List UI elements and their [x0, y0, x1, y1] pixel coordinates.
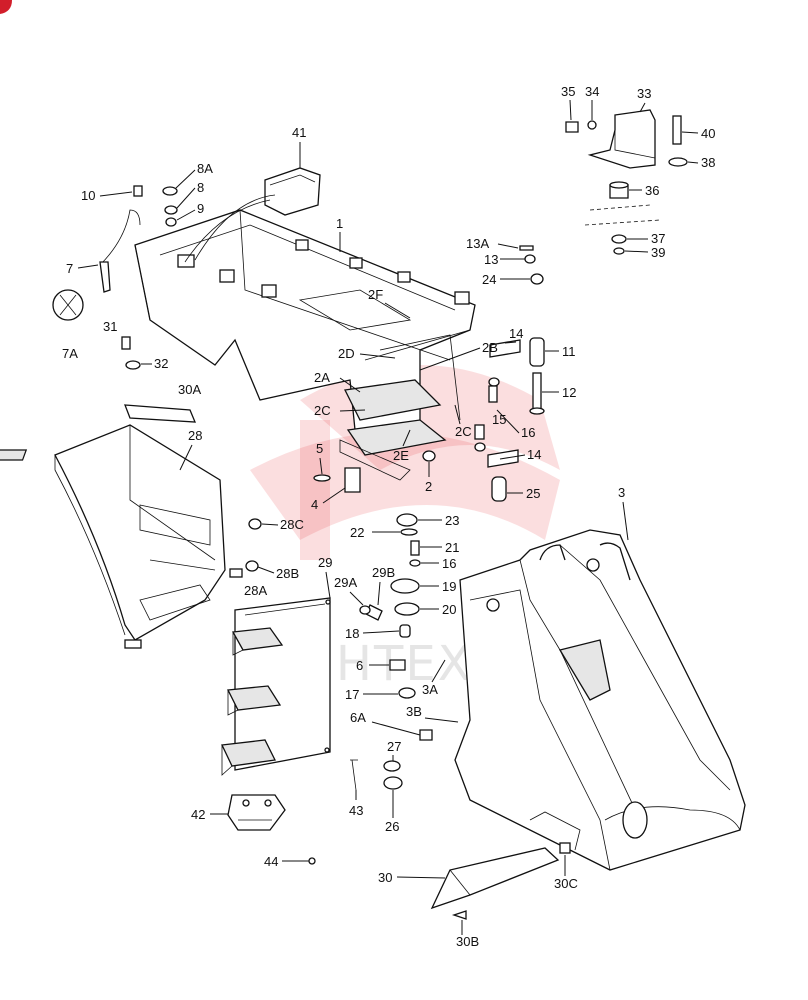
callout-30b: 30B: [456, 934, 479, 949]
callout-24: 24: [482, 272, 496, 287]
clip-42-part: [227, 759, 358, 865]
callout-27: 27: [387, 739, 401, 754]
callout-21: 21: [445, 540, 459, 555]
callout-29: 29: [318, 555, 332, 570]
callout-19: 19: [442, 579, 456, 594]
callout-14-bottom: 14: [527, 447, 541, 462]
callout-7: 7: [66, 261, 73, 276]
callout-3: 3: [618, 485, 625, 500]
callout-26: 26: [385, 819, 399, 834]
callout-25: 25: [526, 486, 540, 501]
callout-2c-right: 2C: [455, 424, 472, 439]
callout-31: 31: [103, 319, 117, 334]
callout-5: 5: [316, 441, 323, 456]
callout-9: 9: [197, 201, 204, 216]
callout-8a: 8A: [197, 161, 213, 176]
callout-28b: 28B: [276, 566, 299, 581]
callout-43: 43: [349, 803, 363, 818]
callout-14-top: 14: [509, 326, 523, 341]
callout-30c: 30C: [554, 876, 578, 891]
callout-3a: 3A: [422, 682, 438, 697]
callout-44: 44: [264, 854, 278, 869]
callout-28c: 28C: [280, 517, 304, 532]
callout-2f: 2F: [368, 287, 383, 302]
callout-36: 36: [645, 183, 659, 198]
callout-2: 2: [425, 479, 432, 494]
callout-22: 22: [350, 525, 364, 540]
callout-17: 17: [345, 687, 359, 702]
callout-40: 40: [701, 126, 715, 141]
callout-12: 12: [562, 385, 576, 400]
callout-28a: 28A: [244, 583, 267, 598]
plate-30a-part: [124, 404, 197, 423]
callout-33: 33: [637, 86, 651, 101]
callout-34: 34: [585, 84, 599, 99]
callout-38: 38: [701, 155, 715, 170]
plate-30-part: [430, 842, 571, 920]
callout-32: 32: [154, 356, 168, 371]
callout-35: 35: [561, 84, 575, 99]
callout-2d: 2D: [338, 346, 355, 361]
callout-2c-left: 2C: [314, 403, 331, 418]
callout-labels: 41 1 8A 8 9 10 7 7A 31 32 30A 28 28C 28B…: [62, 84, 715, 949]
callout-2b: 2B: [482, 340, 498, 355]
callout-1: 1: [336, 216, 343, 231]
top-right-hardware: [565, 109, 688, 255]
callout-30a: 30A: [178, 382, 201, 397]
callout-11: 11: [562, 344, 576, 359]
callout-42: 42: [191, 807, 205, 822]
fastener-group-left: [52, 185, 178, 370]
callout-39: 39: [651, 245, 665, 260]
main-frame-part: [134, 209, 476, 456]
side-panel-28-part: [0, 424, 262, 649]
callout-41: 41: [292, 125, 306, 140]
callout-6a: 6A: [350, 710, 366, 725]
callout-7a: 7A: [62, 346, 78, 361]
step-panel-29-part: [221, 597, 331, 776]
callout-10: 10: [81, 188, 95, 203]
callout-15: 15: [492, 412, 506, 427]
corner-mark: [0, 0, 12, 14]
callout-6: 6: [356, 658, 363, 673]
callout-30: 30: [378, 870, 392, 885]
center-hardware-stack: [313, 245, 545, 790]
callout-2e: 2E: [393, 448, 409, 463]
callout-16-top: 16: [521, 425, 535, 440]
lower-housing-3-part: [454, 529, 746, 871]
callout-16-mid: 16: [442, 556, 456, 571]
callout-20: 20: [442, 602, 456, 617]
callout-13a: 13A: [466, 236, 489, 251]
callout-29a: 29A: [334, 575, 357, 590]
callout-28: 28: [188, 428, 202, 443]
callout-13: 13: [484, 252, 498, 267]
callout-3b: 3B: [406, 704, 422, 719]
callout-2a: 2A: [314, 370, 330, 385]
callout-18: 18: [345, 626, 359, 641]
callout-29b: 29B: [372, 565, 395, 580]
callout-4: 4: [311, 497, 318, 512]
callout-37: 37: [651, 231, 665, 246]
callout-8: 8: [197, 180, 204, 195]
callout-23: 23: [445, 513, 459, 528]
